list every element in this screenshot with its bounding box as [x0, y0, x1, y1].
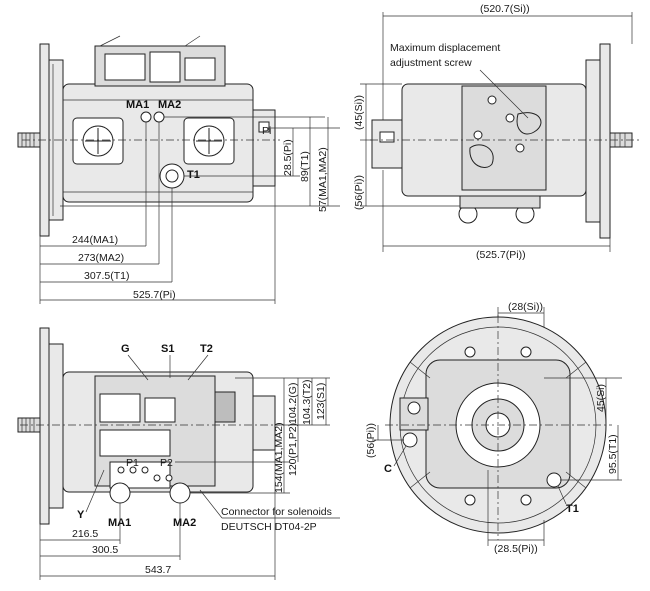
label-s1: S1 [161, 343, 174, 355]
label-c: C [384, 463, 392, 475]
rear-cover-right [371, 119, 403, 169]
label-g: G [121, 343, 130, 355]
label-ma2-bottom: MA2 [173, 517, 196, 529]
dim-123-s1: 123(S1) [315, 383, 327, 420]
dim-525-pi: 525.7(Pi) [133, 289, 176, 301]
dim-95-5-t1: 95.5(T1) [607, 434, 619, 474]
dim-104-3-t2: 104.3(T2) [301, 379, 313, 425]
bottom-right-view: (28(Si)) C T1 45(Si) 95.5(T1) (56(Pi)) [365, 301, 622, 555]
label-p2: P2 [160, 457, 173, 469]
t1-port-end [546, 472, 562, 488]
label-p1: P1 [126, 457, 139, 469]
dim-45-si-end: 45(Si) [595, 384, 607, 412]
dim-28-5-pi: (28.5(Pi)) [494, 543, 538, 555]
dim-104-2-g: 104.2(G) [287, 383, 299, 424]
ma1-port [140, 111, 152, 123]
top-right-view: (520.7(Si)) Maximum displacement adjustm… [353, 3, 640, 261]
dim-120-p: 120(P1,P2) [287, 423, 299, 476]
rear-cover [252, 109, 276, 187]
adjustment-screw [516, 112, 542, 135]
label-t1-end: T1 [566, 503, 579, 515]
dim-57-ma: 57(MA1,MA2) [317, 147, 329, 212]
dim-154-ma: 154(MA1,MA2) [273, 422, 285, 493]
callout-max-displacement: Maximum displacement [390, 42, 500, 54]
c-port [402, 432, 418, 448]
dim-89-t1: 89(T1) [299, 151, 311, 182]
dim-56-pi: (56(Pi)) [353, 175, 365, 210]
dim-300-5: 300.5 [92, 544, 118, 556]
label-ma1-bottom: MA1 [108, 517, 131, 529]
dim-244-ma1: 244(MA1) [72, 234, 118, 246]
label-t2: T2 [200, 343, 213, 355]
flange-rim-right [585, 59, 601, 223]
label-ma2: MA2 [158, 99, 181, 111]
callout-deutsch: DEUTSCH DT04-2P [221, 521, 317, 533]
dim-216-5: 216.5 [72, 528, 98, 540]
mounting-flange-bottom [39, 327, 50, 525]
dim-28-pi: 28.5(Pi) [282, 139, 294, 176]
ma1-port-bottom [109, 482, 131, 504]
ma2-port-bottom [169, 482, 191, 504]
dim-543-7: 543.7 [145, 564, 171, 576]
dim-273-ma2: 273(MA2) [78, 252, 124, 264]
mounting-flange-right [599, 43, 611, 239]
bottom-left-view: G S1 T2 P1 P2 Y MA1 MA2 Connector for so… [17, 327, 340, 580]
dim-307-t1: 307.5(T1) [84, 270, 130, 282]
callout-adjustment-screw: adjustment screw [390, 57, 472, 69]
label-y: Y [77, 509, 85, 521]
dim-45-si: (45(Si)) [353, 95, 365, 130]
label-ma1: MA1 [126, 99, 149, 111]
dim-56-pi-end: (56(Pi)) [365, 423, 377, 458]
rear-cover-bottom [252, 395, 276, 451]
label-pi: Pi [262, 125, 271, 137]
flange-rim-bottom [48, 343, 64, 509]
solenoid-connector [214, 391, 236, 423]
top-left-view: MA1 MA2 T1 Pi 244(MA1) 273(MA2) 307.5(T1… [17, 35, 340, 304]
dim-525-pi-right: (525.7(Pi)) [476, 249, 526, 261]
regulator-right [461, 85, 547, 191]
callout-connector: Connector for solenoids [221, 506, 332, 518]
ma2-port [153, 111, 165, 123]
dim-28-si: (28(Si)) [508, 301, 543, 313]
label-t1: T1 [187, 169, 200, 181]
dim-520-si: (520.7(Si)) [480, 3, 530, 15]
